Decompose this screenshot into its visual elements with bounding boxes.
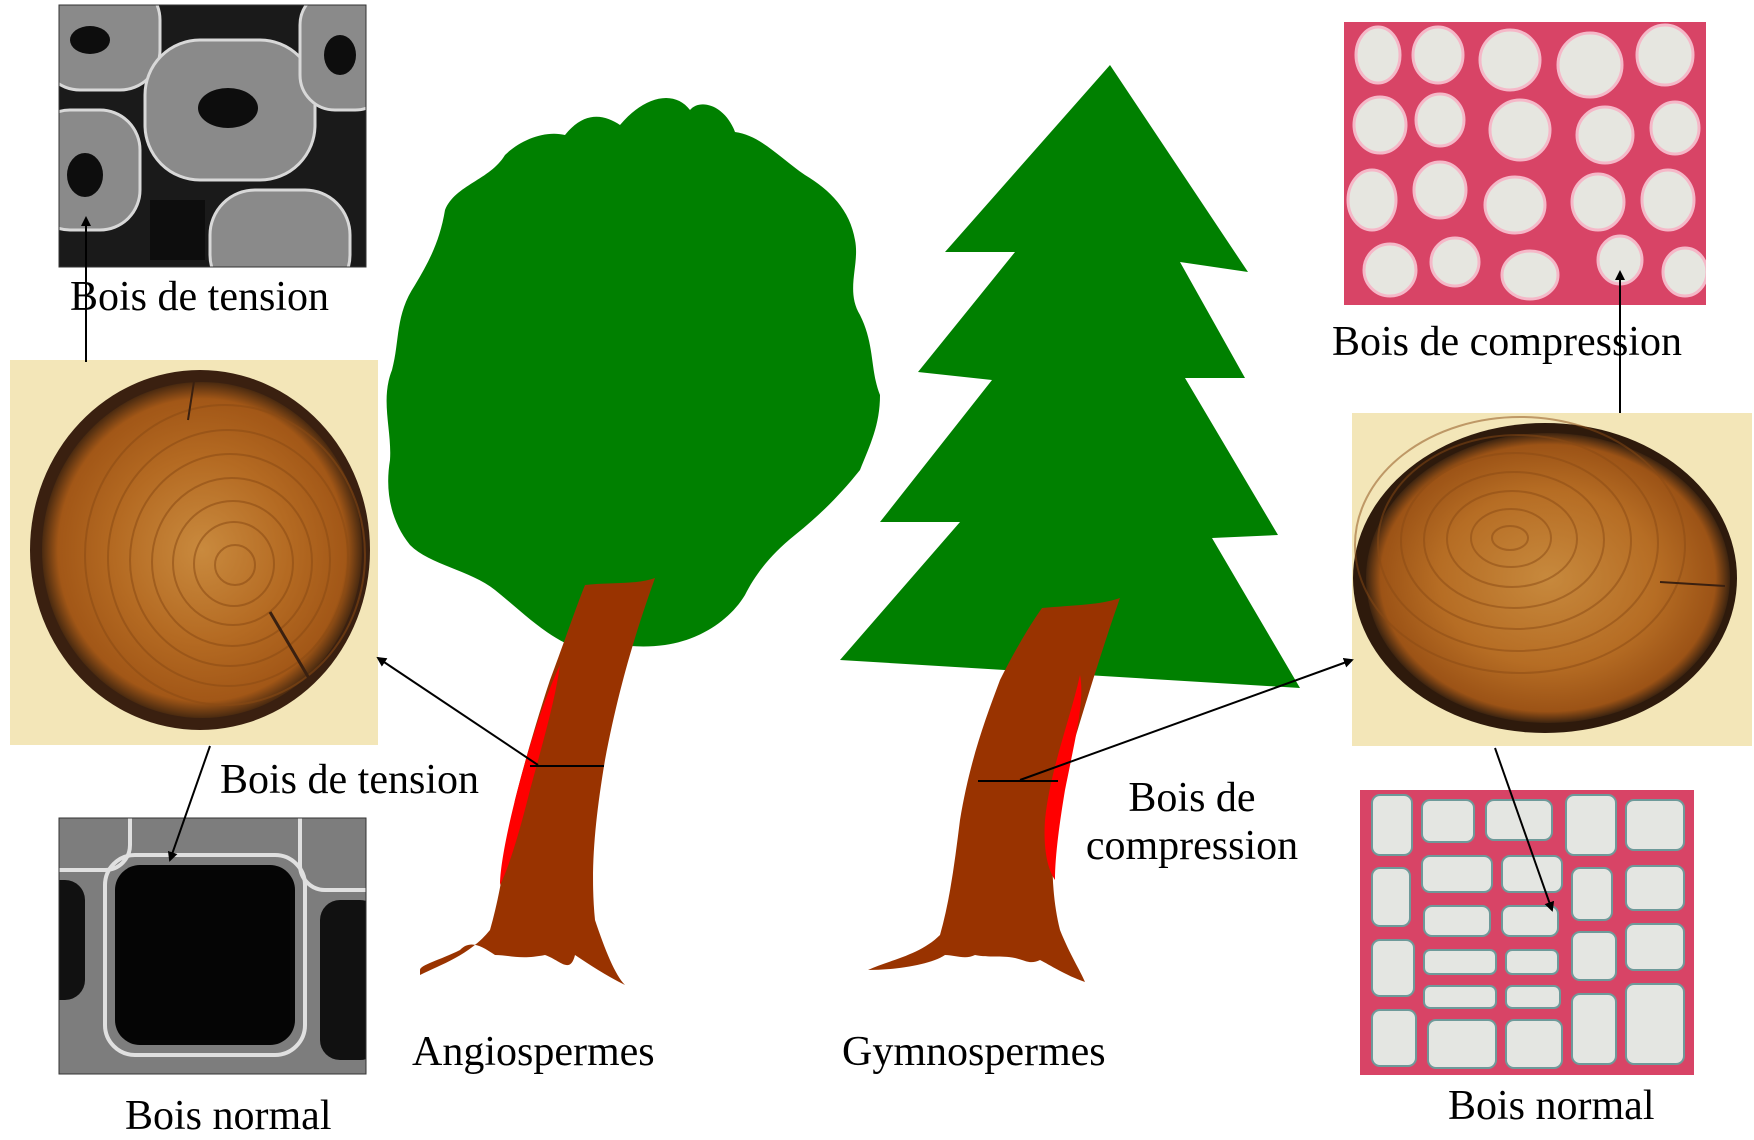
normal-wood-sem-micrograph	[15, 780, 400, 1074]
compression-wood-light-micrograph	[1344, 22, 1707, 305]
label-compression-line-2: compression	[1082, 822, 1302, 870]
label-tension-wood-top: Bois de tension	[70, 273, 329, 321]
angiosperm-foliage	[387, 98, 880, 646]
label-tension-wood-trunk: Bois de tension	[220, 756, 479, 804]
tension-wood-sem-micrograph	[30, 0, 390, 300]
label-angiospermes: Angiospermes	[412, 1028, 655, 1076]
label-compression-wood-top: Bois de compression	[1332, 318, 1682, 366]
gymnosperm-foliage	[840, 65, 1300, 688]
angiosperm-tree	[387, 98, 880, 985]
label-normal-wood-right: Bois normal	[1448, 1082, 1655, 1130]
label-normal-wood-left: Bois normal	[125, 1092, 332, 1140]
label-compression-line-1: Bois de	[1082, 774, 1302, 822]
label-compression-wood-trunk: Bois de compression	[1082, 774, 1302, 871]
label-gymnospermes: Gymnospermes	[842, 1028, 1106, 1076]
tension-wood-cross-section-photo	[10, 360, 378, 745]
normal-wood-light-micrograph	[1360, 790, 1694, 1075]
arrow-trunk-to-left-section	[378, 658, 538, 765]
compression-wood-cross-section-photo	[1352, 413, 1752, 746]
